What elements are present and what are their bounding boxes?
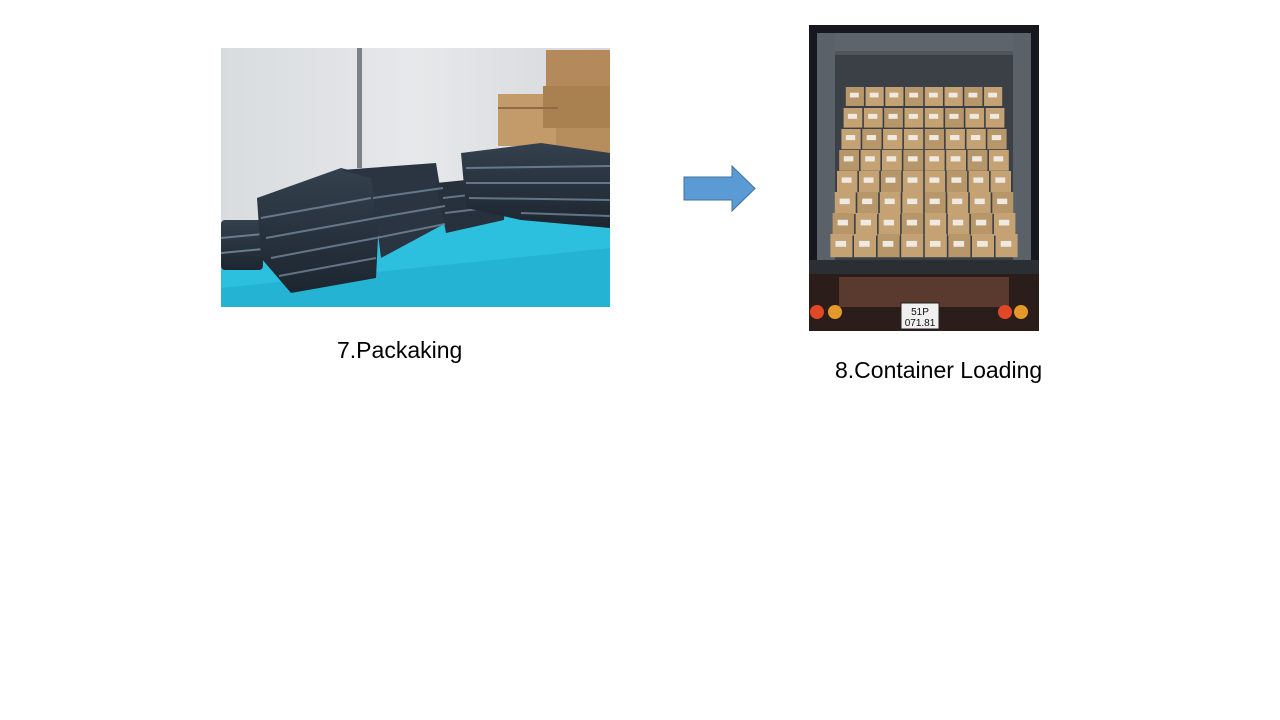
carton-label — [909, 92, 919, 98]
carton-label — [973, 177, 984, 183]
carton-label — [997, 198, 1008, 205]
carton-label — [860, 219, 871, 226]
caption-container-loading: 8.Container Loading — [835, 357, 1043, 383]
packaging-photo — [221, 48, 610, 307]
carton-label — [952, 198, 963, 205]
carton-label — [908, 135, 918, 141]
carton-label — [865, 156, 875, 162]
carton-label — [847, 113, 858, 119]
carton-label — [883, 219, 895, 226]
carton-label — [972, 156, 982, 162]
carton-label — [866, 135, 877, 141]
plate-line-2: 071.81 — [905, 318, 936, 329]
carton-label — [1000, 240, 1012, 247]
carton-label — [989, 113, 1000, 119]
carton-label — [988, 92, 998, 98]
carton-label — [929, 198, 940, 205]
carton-label — [929, 156, 939, 162]
carton-label — [841, 177, 852, 183]
carton-label — [884, 198, 895, 205]
carton-label — [906, 219, 918, 226]
carton-label — [975, 219, 987, 226]
plate-line-1: 51P — [911, 307, 929, 318]
loaded-container-image: 51P 071.81 — [809, 25, 1039, 331]
carton-label — [907, 177, 918, 183]
carton-label — [843, 156, 854, 162]
carton-label — [970, 135, 981, 141]
carton-label — [859, 240, 870, 247]
carton-label — [863, 177, 874, 183]
carton-label — [869, 92, 879, 98]
carton-label — [888, 113, 898, 119]
carton-label — [929, 135, 939, 141]
carton-label — [906, 240, 917, 247]
carton-label — [882, 240, 894, 247]
carton-label — [929, 177, 940, 183]
carton-label — [998, 219, 1010, 226]
carton-label — [908, 113, 918, 119]
carton-label — [952, 219, 964, 226]
container-loading-photo: 51P 071.81 — [809, 25, 1039, 331]
carton-label — [837, 219, 848, 226]
carton-label — [929, 113, 939, 119]
carton-label — [991, 135, 1002, 141]
carton-label — [993, 156, 1004, 162]
carton-label — [885, 177, 896, 183]
carton-label — [887, 135, 897, 141]
carton-label — [950, 135, 960, 141]
carton-label — [868, 113, 878, 119]
carton-label — [950, 156, 961, 162]
carton-label — [839, 198, 850, 205]
carton-label — [929, 240, 941, 247]
carton-label — [974, 198, 985, 205]
right-arrow-icon — [683, 165, 756, 212]
carton-label — [977, 240, 988, 247]
carton-label — [835, 240, 847, 247]
caption-packaging: 7.Packaking — [337, 337, 463, 363]
carton-label — [849, 92, 859, 98]
carton-label — [845, 135, 856, 141]
carton-label — [968, 92, 978, 98]
carton-label — [953, 240, 965, 247]
carton-grid — [830, 87, 1018, 258]
carton-label — [907, 156, 918, 162]
carton-label — [889, 92, 899, 98]
carton-label — [969, 113, 979, 119]
carton-label — [928, 92, 938, 98]
carton-label — [951, 177, 962, 183]
carton-label — [949, 113, 959, 119]
carton-label — [929, 219, 941, 226]
carton-label — [862, 198, 873, 205]
carton-label — [886, 156, 897, 162]
carton-label — [948, 92, 958, 98]
carton-label — [995, 177, 1006, 183]
carton-label — [907, 198, 918, 205]
packaged-garments-image — [221, 48, 610, 307]
